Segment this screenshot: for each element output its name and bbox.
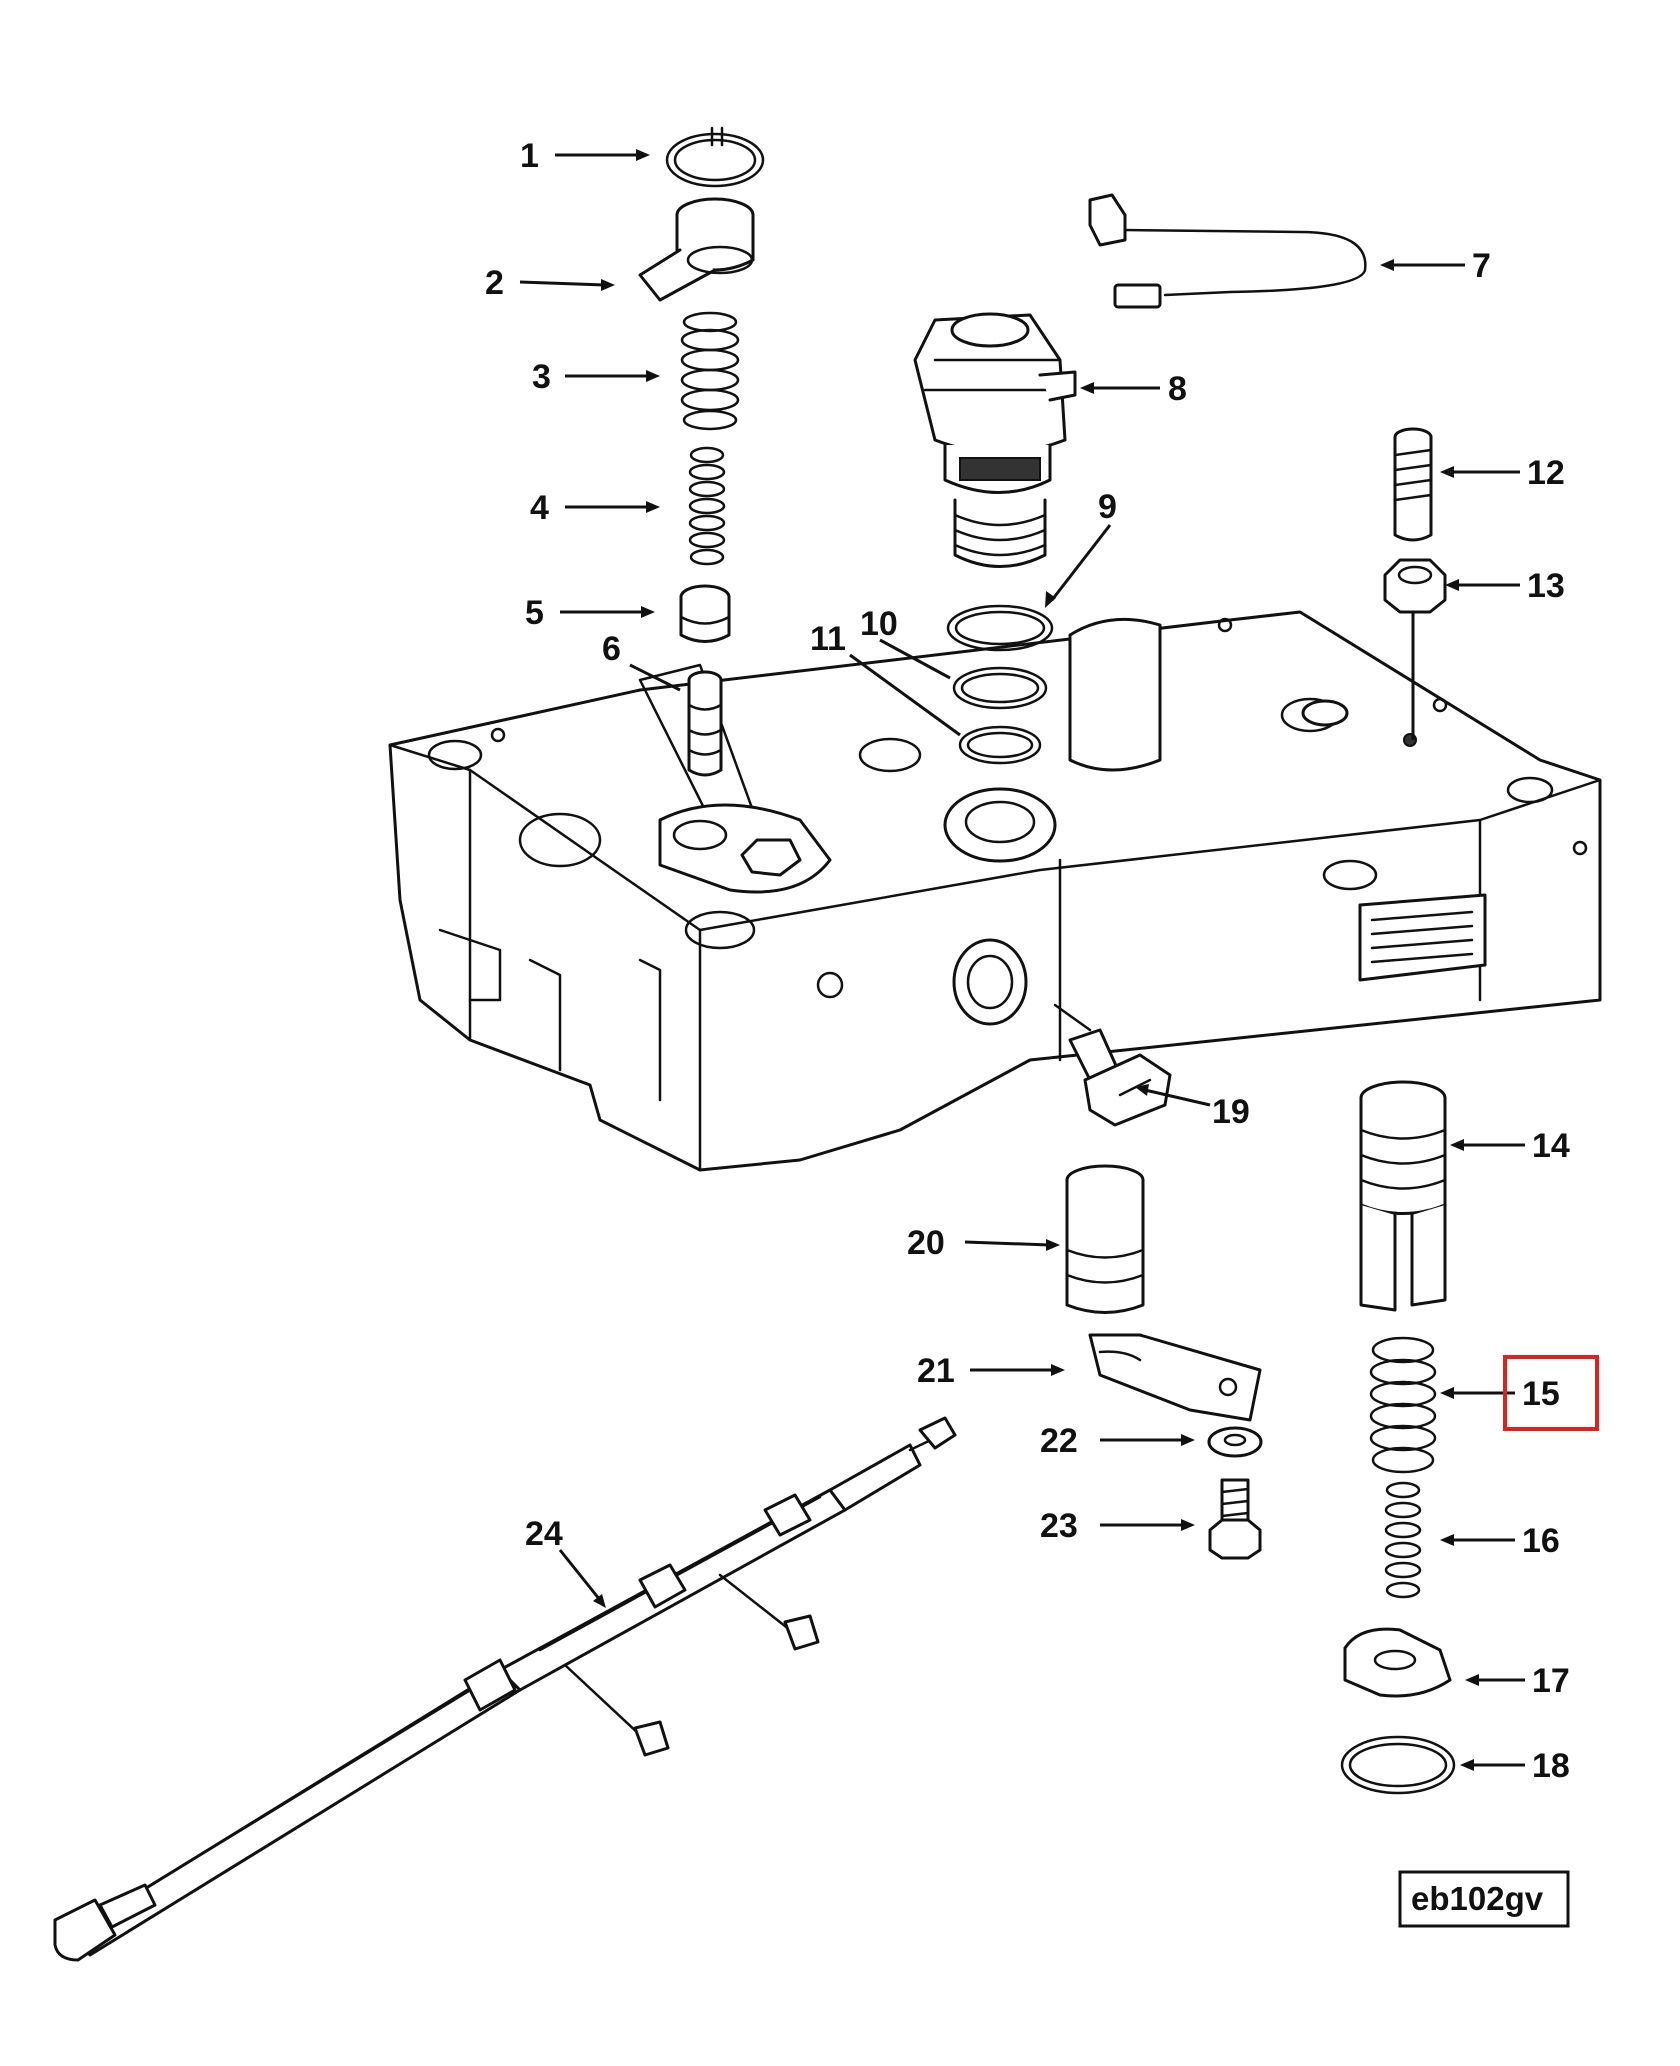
callout-6: 6	[602, 630, 621, 668]
callout-13: 13	[1527, 567, 1565, 605]
part-15-spring	[1369, 1336, 1437, 1474]
part-17-plate	[1343, 1627, 1452, 1698]
callout-10: 10	[860, 605, 898, 643]
part-3-spring	[680, 311, 740, 431]
part-14-piston	[1359, 1080, 1447, 1312]
callout-18: 18	[1532, 1747, 1570, 1785]
callout-12: 12	[1527, 454, 1565, 492]
callout-2: 2	[485, 264, 504, 302]
part-24-wiring-harness	[53, 1416, 957, 1962]
reference-code-text: eb102gv	[1411, 1880, 1544, 1917]
part-20-cylinder	[1065, 1164, 1145, 1314]
part-4-spring	[688, 446, 726, 566]
callout-14: 14	[1532, 1127, 1570, 1165]
part-6-plunger	[687, 670, 723, 777]
part-7-cable	[1088, 193, 1367, 309]
part-23-bolt	[1208, 1478, 1262, 1560]
callout-15: 15	[1522, 1375, 1560, 1413]
part-9-o-ring	[946, 604, 1054, 652]
callout-21: 21	[917, 1352, 955, 1390]
reference-code-box	[1398, 1870, 1570, 1928]
part-16-spring	[1384, 1481, 1422, 1599]
callout-24: 24	[525, 1515, 563, 1553]
callout-22: 22	[1040, 1422, 1078, 1460]
leader-lines	[519, 149, 1525, 1771]
callout-1: 1	[520, 137, 539, 175]
part-12-threaded-stud	[1393, 427, 1433, 542]
callout-11: 11	[810, 620, 846, 658]
part-1-snap-ring	[665, 126, 765, 188]
name-plate	[1358, 893, 1487, 982]
reference-code: eb102gv	[1398, 1870, 1570, 1928]
part-5-plug	[679, 584, 731, 643]
callout-5: 5	[525, 594, 544, 632]
callout-20: 20	[907, 1224, 945, 1262]
part-2-cap-lever	[638, 197, 755, 302]
part-8-solenoid-valve	[913, 312, 1077, 568]
part-21-bracket	[1088, 1333, 1262, 1422]
callout-4: 4	[530, 489, 549, 527]
callout-17: 17	[1532, 1662, 1570, 1700]
callout-23: 23	[1040, 1507, 1078, 1545]
part-13-nut	[1383, 558, 1447, 614]
part-22-washer	[1207, 1426, 1263, 1458]
callout-16: 16	[1522, 1522, 1560, 1560]
callout-3: 3	[532, 358, 551, 396]
callout-8: 8	[1168, 370, 1187, 408]
callout-9: 9	[1098, 488, 1117, 526]
part-11-o-ring	[958, 725, 1042, 765]
highlight-box-callout-15	[1503, 1355, 1599, 1431]
part-18-snap-ring	[1340, 1735, 1456, 1795]
callout-19: 19	[1212, 1093, 1250, 1131]
callout-7: 7	[1472, 247, 1491, 285]
callout-labels: 1 2 3 4 5 6 7 8 9 10 11 12 13 14 15 16 1…	[485, 137, 1570, 1785]
part-19-sensor	[1053, 1003, 1172, 1127]
part-10-o-ring	[952, 666, 1048, 710]
